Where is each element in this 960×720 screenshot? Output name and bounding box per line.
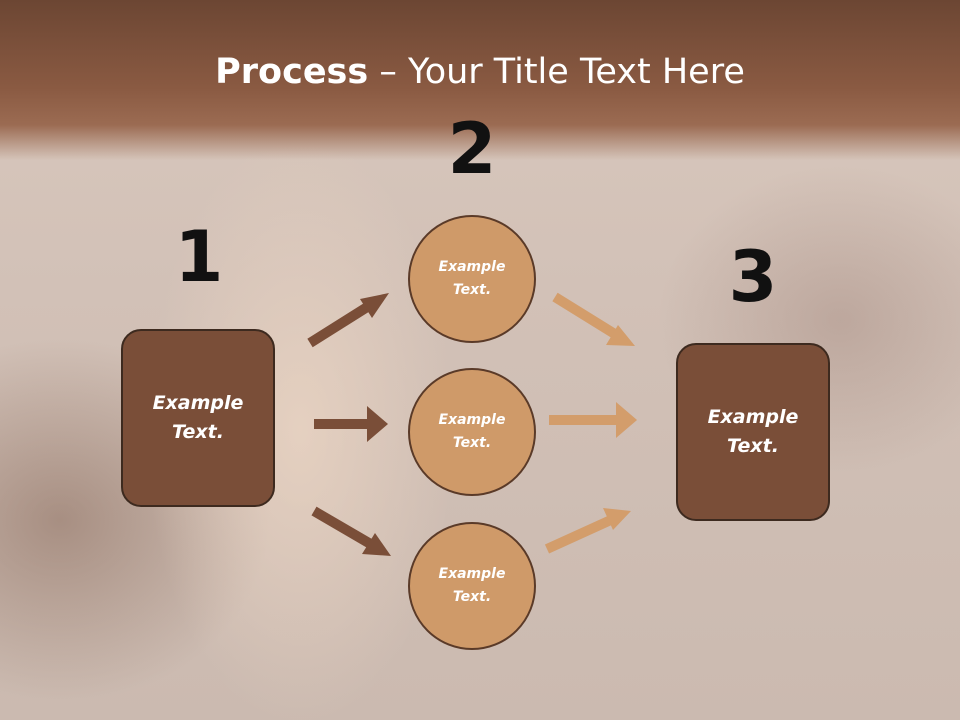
circle-bottom-label: Example Text. [438,566,506,605]
step-number-2: 2 [447,108,497,190]
step-1-box: Example Text. [121,329,275,507]
circle-middle-label: Example Text. [438,412,506,451]
step-number-1: 1 [174,216,224,298]
arrow-bottom-to-3 [544,508,631,554]
circle-top-label: Example Text. [438,259,506,298]
step-2-circle-middle: Example Text. [408,368,536,496]
arrow-1-to-middle [314,406,388,442]
step-2-circle-bottom: Example Text. [408,522,536,650]
title-band [0,0,960,160]
step-2-circle-top: Example Text. [408,215,536,343]
step-3-box: Example Text. [676,343,830,521]
step-1-label: Example Text. [152,392,244,443]
title-rest: – Your Title Text Here [368,52,745,92]
arrow-top-to-3 [552,292,635,346]
arrow-1-to-top [307,293,389,348]
title-bold: Process [215,52,369,92]
arrow-1-to-bottom [311,506,391,556]
arrow-middle-to-3 [549,402,637,438]
step-3-label: Example Text. [707,406,799,457]
slide-title: Process – Your Title Text Here [0,52,960,92]
step-number-3: 3 [728,236,778,318]
